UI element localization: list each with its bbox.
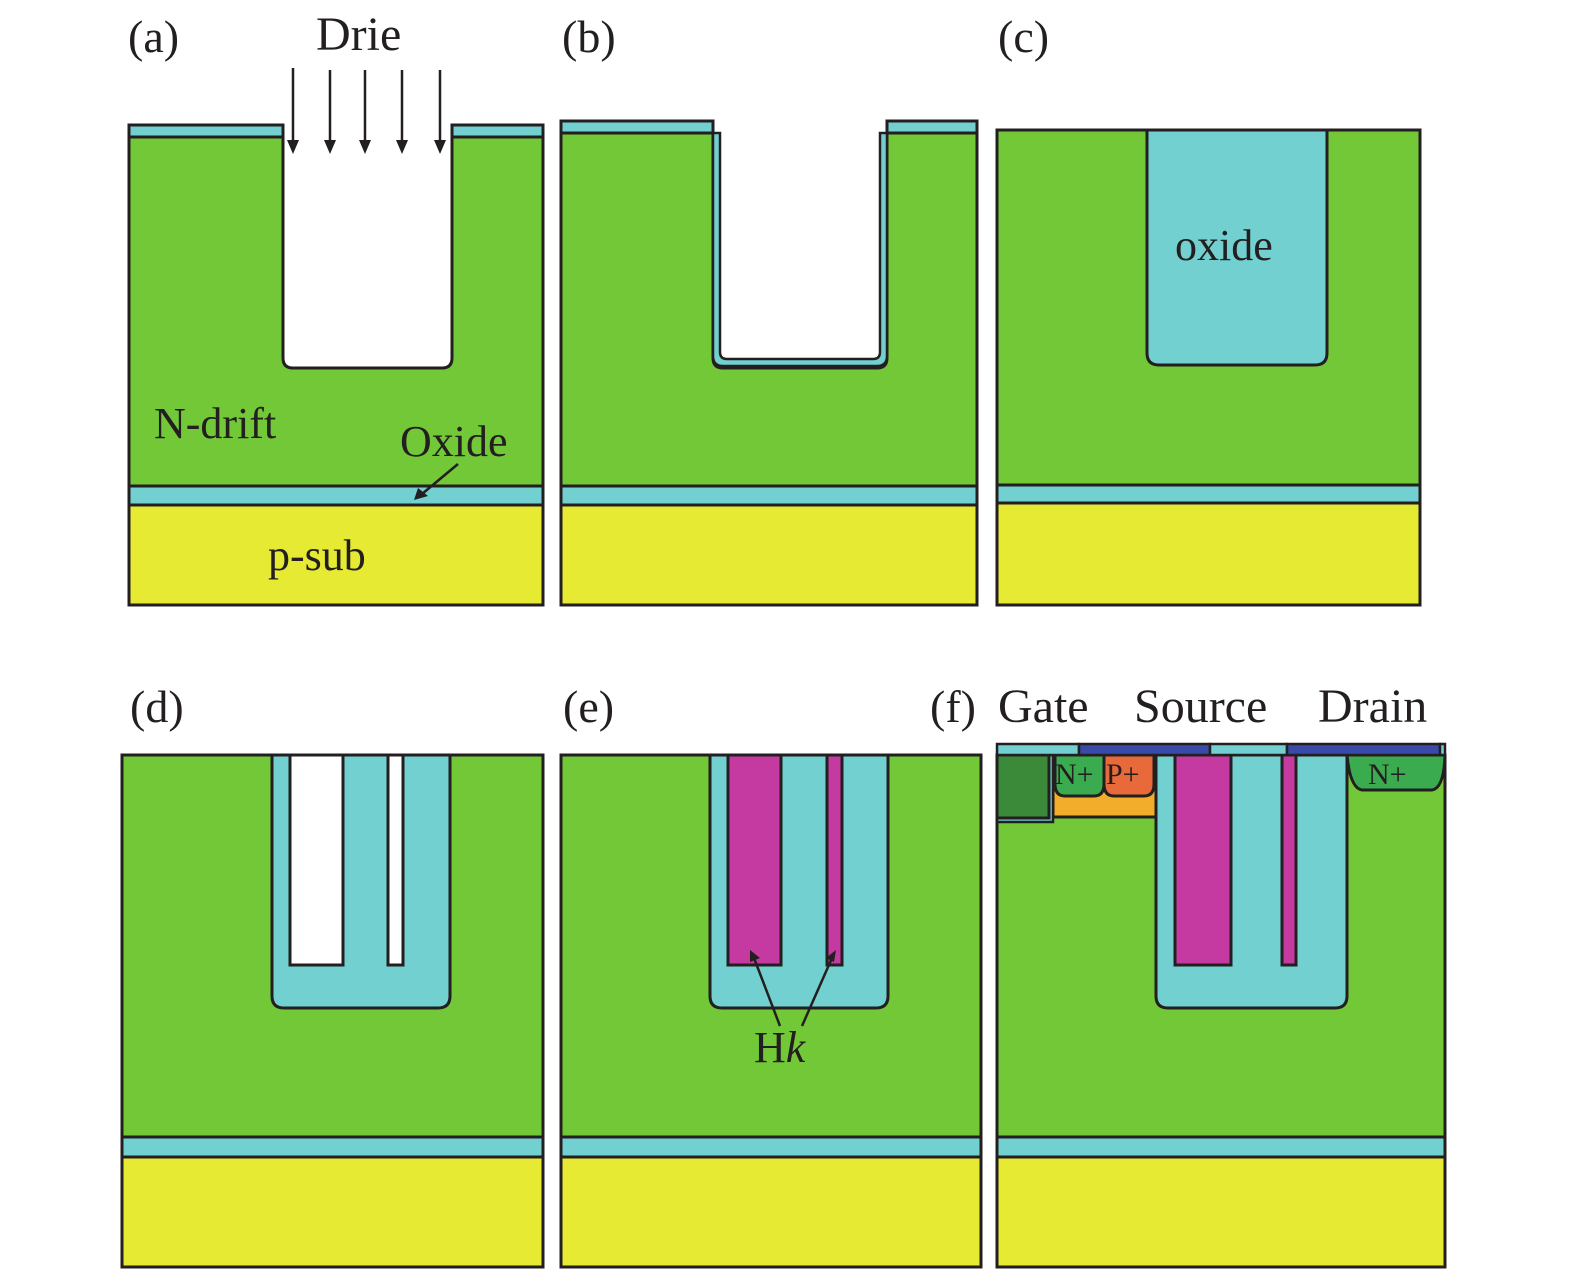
etched-slot-narrow xyxy=(386,753,405,967)
buried-oxide-layer xyxy=(120,1135,545,1159)
arrow-icon xyxy=(434,70,446,154)
high-k-label: Hk xyxy=(754,1023,807,1072)
mask-oxide-right xyxy=(885,119,979,135)
arrow-icon xyxy=(287,68,299,154)
drain-metal xyxy=(1285,742,1442,757)
p-sub-region xyxy=(995,1155,1447,1269)
p-sub-region xyxy=(120,1155,545,1269)
panel-c: (c) oxide xyxy=(995,11,1422,607)
p-plus-label: P+ xyxy=(1106,758,1140,791)
p-sub-region xyxy=(995,501,1422,607)
oxide-label: Oxide xyxy=(400,417,508,466)
oxide-pointer-arrow xyxy=(414,463,459,500)
n-drift-region xyxy=(127,135,545,488)
gate-contact-oxide xyxy=(995,742,1081,757)
panel-f-label: (f) xyxy=(930,681,976,732)
panel-d-label: (d) xyxy=(130,681,184,732)
arrow-icon xyxy=(396,70,408,154)
n-drift-region xyxy=(559,131,979,488)
drie-label: Drie xyxy=(316,8,401,61)
field-oxide-top xyxy=(1208,742,1289,757)
panel-b: (b) xyxy=(559,11,979,607)
high-k-narrow xyxy=(1280,753,1298,967)
p-sub-region xyxy=(559,503,979,607)
high-k-pointer-arrows xyxy=(750,950,836,1027)
drie-arrows xyxy=(287,68,446,154)
p-sub-region xyxy=(127,503,545,607)
trench-oxide-fill xyxy=(1145,128,1329,367)
high-k-wide xyxy=(1173,753,1233,967)
buried-oxide-layer xyxy=(995,483,1422,505)
high-k-wide xyxy=(726,753,783,967)
panel-d: (d) xyxy=(120,681,545,1269)
edge-oxide xyxy=(1438,742,1447,757)
source-metal xyxy=(1077,742,1212,757)
panel-e: (e) Hk xyxy=(559,681,983,1269)
arrow-icon xyxy=(359,70,371,154)
panel-e-label: (e) xyxy=(563,681,614,732)
source-label: Source xyxy=(1134,680,1267,733)
buried-oxide-layer xyxy=(559,484,979,507)
buried-oxide-layer xyxy=(559,1135,983,1159)
p-plus-contact xyxy=(1102,753,1156,798)
panel-a: (a) Drie N-drift Oxide p-sub xyxy=(127,8,545,607)
mask-oxide-right xyxy=(450,123,545,139)
drain-label: Drain xyxy=(1318,680,1427,733)
gate-poly xyxy=(995,753,1051,820)
buried-oxide-layer xyxy=(127,484,545,507)
mask-oxide-left xyxy=(559,119,715,135)
gate-label: Gate xyxy=(998,680,1089,733)
n-plus-drain xyxy=(1345,753,1447,792)
liner-oxide xyxy=(711,131,889,368)
etched-slot-wide xyxy=(288,753,345,967)
high-k-narrow xyxy=(825,753,844,967)
n-plus-source-label: N+ xyxy=(1055,758,1094,791)
p-sub-region xyxy=(559,1155,983,1269)
p-sub-label: p-sub xyxy=(268,531,366,580)
arrow-icon xyxy=(324,70,336,154)
buried-oxide-layer xyxy=(995,1135,1447,1159)
n-drift-label: N-drift xyxy=(154,399,276,448)
oxide-fill-label: oxide xyxy=(1175,221,1273,270)
panel-c-label: (c) xyxy=(998,11,1049,62)
panel-a-label: (a) xyxy=(128,11,179,62)
n-plus-drain-label: N+ xyxy=(1368,758,1407,791)
panel-b-label: (b) xyxy=(562,11,616,62)
panel-f: (f) Gate Source Drain N+ P+ N+ xyxy=(930,680,1447,1269)
mask-oxide-left xyxy=(127,123,285,139)
